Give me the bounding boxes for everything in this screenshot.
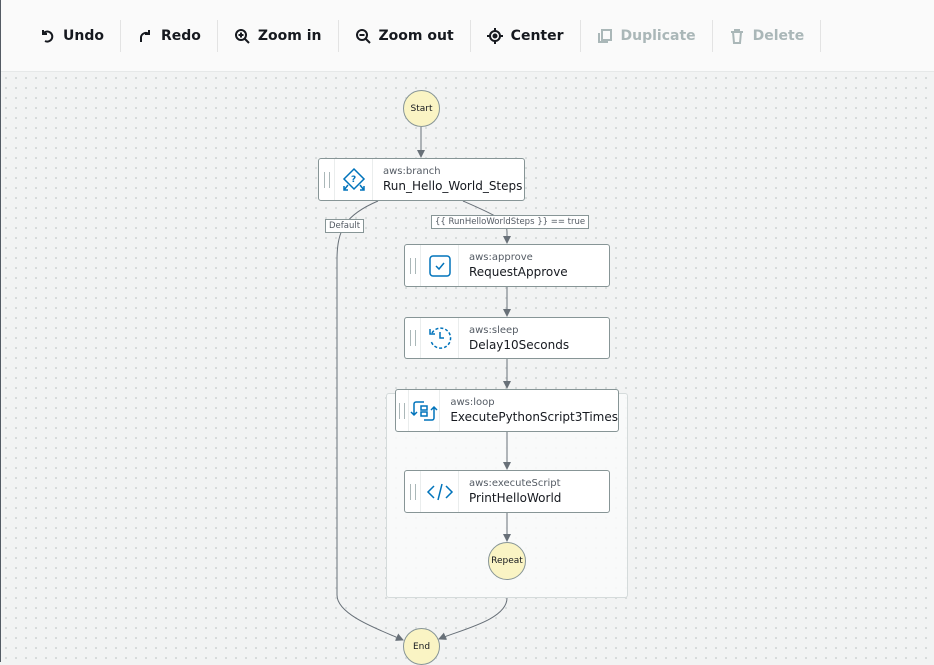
step-type: aws:branch (383, 166, 441, 177)
zoom-out-button[interactable]: Zoom out (339, 19, 471, 52)
step-type: aws:sleep (469, 324, 519, 336)
delete-button[interactable]: Delete (713, 19, 822, 52)
redo-icon (139, 29, 150, 42)
toolbar: Undo Redo Zoom in Zoom out Center Duplic… (1, 0, 934, 72)
step-type: aws:loop (450, 397, 495, 408)
edge-default (336, 200, 404, 641)
svg-text:?: ? (351, 175, 356, 185)
delete-label: Delete (752, 27, 805, 44)
drag-handle[interactable] (319, 159, 335, 200)
drag-handle[interactable] (396, 390, 410, 431)
end-label: End (412, 641, 431, 652)
undo-button[interactable]: Undo (23, 19, 121, 52)
step-name: ExecutePythonScript3Times (450, 410, 618, 424)
zoom-in-icon (234, 28, 250, 44)
edge-loop-end (438, 597, 508, 640)
step-name: Delay10Seconds (469, 337, 570, 352)
step-name: PrintHelloWorld (469, 491, 562, 505)
repeat-node[interactable]: Repeat (488, 542, 526, 580)
center-label: Center (510, 27, 564, 44)
start-node[interactable]: Start (403, 90, 440, 127)
code-icon (426, 483, 453, 500)
drag-handle[interactable] (405, 318, 421, 358)
trash-icon (730, 28, 743, 44)
end-node[interactable]: End (403, 628, 440, 665)
zoom-in-button[interactable]: Zoom in (218, 19, 339, 52)
repeat-label: Repeat (491, 556, 523, 566)
duplicate-label: Duplicate (620, 27, 696, 44)
step-type: aws:approve (469, 252, 533, 263)
center-icon (486, 27, 503, 44)
condition-edge-label: {{ RunHelloWorldSteps }} == true (431, 215, 590, 229)
duplicate-icon (597, 28, 612, 43)
zoom-in-label: Zoom in (257, 27, 322, 44)
default-edge-label: Default (325, 219, 365, 233)
undo-icon (42, 29, 54, 43)
redo-label: Redo (160, 27, 201, 44)
sleep-icon (428, 327, 451, 349)
branch-icon: ? (342, 167, 365, 191)
step-name: RequestApprove (469, 265, 568, 279)
duplicate-button[interactable]: Duplicate (581, 19, 713, 52)
center-button[interactable]: Center (471, 19, 581, 52)
drag-handle[interactable] (405, 471, 421, 512)
start-label: Start (410, 103, 433, 114)
redo-button[interactable]: Redo (121, 19, 218, 52)
loop-icon (410, 400, 438, 421)
drag-handle[interactable] (405, 245, 421, 286)
step-name: Run_Hello_World_Steps (383, 179, 523, 193)
undo-label: Undo (63, 27, 104, 44)
approve-icon (428, 254, 451, 277)
zoom-out-icon (355, 28, 371, 44)
step-type: aws:executeScript (469, 478, 561, 489)
window-border (0, 0, 1, 662)
zoom-out-label: Zoom out (378, 27, 454, 44)
